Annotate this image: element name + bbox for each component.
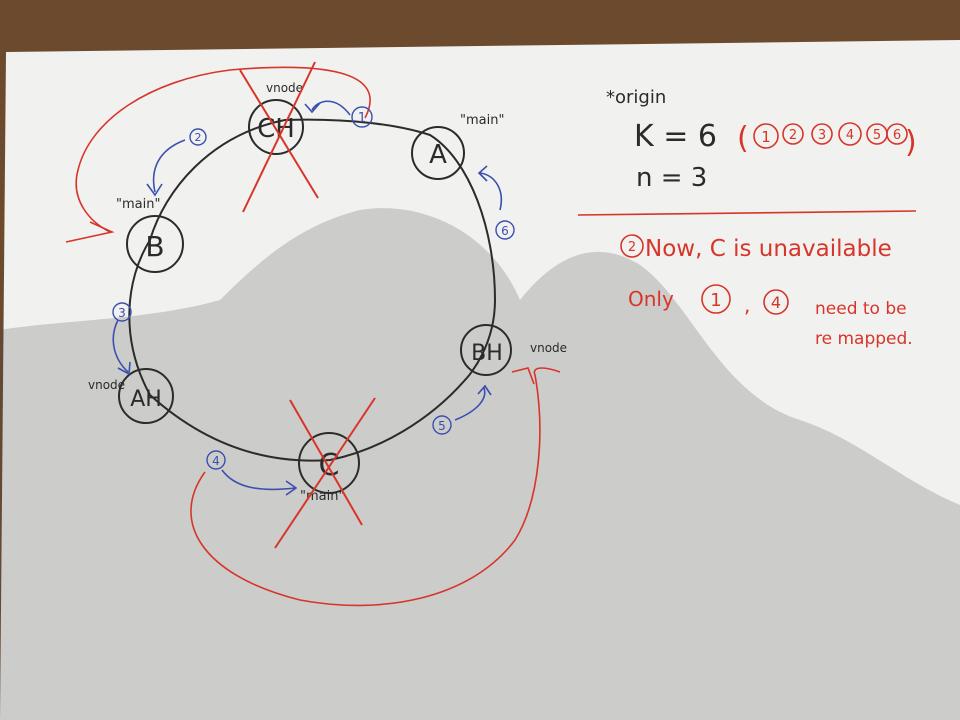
only-key-4-marker: 4 (763, 289, 789, 315)
key-arrow-5 (454, 387, 486, 421)
key-arrow-3-head (117, 361, 131, 376)
node-b-circle (126, 215, 184, 273)
remap-arrow-1 (75, 66, 371, 233)
k-list-label-2: 2 (789, 128, 797, 143)
key-arrow-2 (152, 139, 186, 193)
node-ah-tag: vnode (88, 378, 125, 392)
k-list: ( 1 2 3 4 5 6 ) (737, 121, 917, 160)
node-a-circle (411, 126, 465, 180)
node-b-label: B (145, 230, 164, 263)
only-comma: , (744, 293, 750, 317)
node-ah-label: AH (130, 387, 162, 412)
k-list-item-1: 1 (753, 123, 779, 149)
c-cross-mark (274, 397, 376, 549)
ch-cross-mark (239, 61, 319, 213)
k-list-item-3: 3 (811, 123, 833, 145)
key-marker-1: 1 (351, 106, 373, 128)
remap-arrow-1-head (65, 221, 115, 243)
k-list-item-4: 4 (838, 122, 862, 146)
key-arrow-4 (221, 469, 296, 491)
key-arrow-1-head (304, 102, 321, 114)
k-list-label-6: 6 (893, 128, 901, 143)
k-list-item-6: 6 (886, 123, 908, 145)
remap-arrow-4-head (511, 367, 535, 385)
only-key-4-label: 4 (771, 293, 781, 312)
k-list-close-paren: ) (905, 125, 917, 160)
key-arrow-4-head (285, 480, 298, 496)
paper-sheet (0, 40, 960, 720)
node-a-tag: "main" (460, 113, 504, 128)
key-marker-2: 2 (189, 128, 207, 146)
key-marker-4: 4 (206, 450, 226, 470)
k-list-item-2: 2 (782, 123, 804, 145)
n-line: n = 3 (636, 163, 707, 193)
key-arrow-2-head (146, 183, 163, 197)
notes-divider (577, 210, 917, 216)
remap-line-2: re mapped. (815, 329, 913, 349)
key-label-3: 3 (118, 306, 126, 320)
key-label-1: 1 (358, 111, 366, 126)
hand-shadow (0, 208, 960, 720)
key-arrow-6 (479, 172, 502, 211)
only-word: Only (628, 287, 674, 311)
k-list-label-5: 5 (873, 128, 881, 143)
node-c-circle (298, 432, 360, 494)
node-bh-circle (460, 324, 512, 376)
key-label-5: 5 (438, 419, 446, 433)
k-list-label-4: 4 (846, 128, 854, 143)
node-b-tag: "main" (116, 197, 160, 212)
node-bh-tag: vnode (530, 341, 567, 355)
key-arrows (112, 100, 502, 496)
key-marker-6: 6 (495, 220, 515, 240)
k-list-label-1: 1 (761, 128, 771, 146)
key-label-2: 2 (195, 131, 202, 144)
now-line: Now, C is unavailable (645, 236, 892, 262)
key-marker-5: 5 (432, 415, 452, 435)
key-marker-3: 3 (112, 302, 132, 322)
node-bh-label: BH (471, 341, 503, 366)
key-label-6: 6 (501, 224, 509, 238)
k-line: K = 6 (634, 119, 717, 154)
hash-ring (128, 118, 497, 462)
k-list-label-3: 3 (818, 128, 826, 143)
now-marker-label: 2 (628, 240, 636, 255)
key-label-4: 4 (212, 454, 220, 468)
key-arrow-5-head (477, 384, 492, 396)
node-a-label: A (429, 140, 447, 170)
key-arrow-3 (112, 319, 129, 373)
now-marker: 2 (620, 234, 644, 258)
remap-line-1: need to be (815, 299, 907, 319)
k-list-open-paren: ( (737, 121, 749, 156)
node-ch-tag: vnode (266, 81, 303, 95)
key-arrow-6-head (477, 165, 488, 182)
remap-arrow-4 (190, 367, 561, 607)
only-key-1-label: 1 (710, 290, 721, 311)
origin-note: *origin (606, 87, 666, 108)
node-ah-circle (118, 368, 174, 424)
node-ch-circle (248, 99, 304, 155)
only-key-1-marker: 1 (701, 284, 731, 314)
key-arrow-1 (311, 100, 351, 116)
